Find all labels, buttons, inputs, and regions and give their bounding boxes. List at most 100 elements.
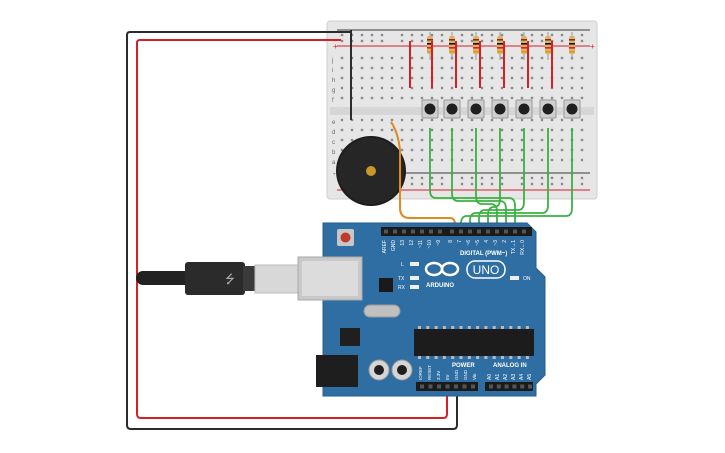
header-hole: [496, 384, 501, 389]
resistor-band: [545, 39, 551, 41]
breadboard-hole: [530, 148, 534, 152]
breadboard-hole: [470, 56, 474, 60]
breadboard-hole: [410, 118, 414, 122]
breadboard-hole: [460, 148, 464, 152]
pin-label: ~3: [493, 240, 499, 246]
breadboard-hole: [570, 118, 574, 122]
button-signal-wire: [469, 128, 549, 232]
chip-leg: [442, 326, 446, 329]
breadboard-hole: [390, 66, 394, 70]
piezo-buzzer[interactable]: [336, 136, 406, 206]
breadboard-hole: [550, 118, 554, 122]
breadboard-hole: [490, 56, 494, 60]
power-pin-labels: IOREF RESET 3.3V 5V GND GND Vin: [418, 365, 477, 380]
breadboard-hole: [440, 66, 444, 70]
rx-label: RX: [398, 285, 406, 291]
breadboard-hole: [490, 148, 494, 152]
ground-wire[interactable]: [126, 31, 458, 430]
rail-hole: [490, 182, 494, 186]
power-wire[interactable]: [136, 39, 448, 419]
header-hole: [520, 384, 525, 389]
rail-hole: [410, 182, 414, 186]
rail-hole: [560, 182, 564, 186]
breadboard-hole: [400, 76, 404, 80]
rail-hole: [460, 39, 464, 43]
button-signal-wire: [429, 128, 516, 232]
breadboard-hole: [430, 158, 434, 162]
button-signal-wires[interactable]: [429, 128, 573, 232]
buzzer-signal-wire[interactable]: [390, 121, 456, 232]
rail-minus-label: -: [333, 169, 336, 178]
tx-label: TX: [398, 276, 405, 282]
breadboard-hole: [560, 76, 564, 80]
l-led: [410, 262, 419, 266]
breadboard-hole: [560, 138, 564, 142]
resistor-band: [449, 51, 455, 53]
breadboard-hole: [340, 56, 344, 60]
power-header-label: POWER: [452, 363, 475, 369]
breadboard-hole: [510, 66, 514, 70]
rail-hole: [340, 39, 344, 43]
chip-leg: [459, 326, 463, 329]
header-hole: [420, 229, 424, 234]
breadboard-hole: [430, 118, 434, 122]
rail-hole: [440, 176, 444, 180]
breadboard-hole: [360, 86, 364, 90]
rail-hole: [560, 176, 564, 180]
button-signal-wire: [487, 128, 501, 232]
rail-hole: [440, 33, 444, 37]
rail-hole: [550, 182, 554, 186]
breadboard-hole: [340, 148, 344, 152]
pushbutton-cap: [470, 103, 482, 115]
header-hole: [384, 229, 388, 234]
header-hole: [486, 229, 490, 234]
header-hole: [445, 384, 450, 389]
breadboard-hole: [440, 76, 444, 80]
breadboard-hole: [470, 158, 474, 162]
breadboard-hole: [380, 76, 384, 80]
header-hole: [429, 229, 433, 234]
breadboard-hole: [420, 86, 424, 90]
header-hole: [411, 229, 415, 234]
breadboard-hole: [490, 76, 494, 80]
usb-cable[interactable]: ⭍: [136, 262, 300, 295]
breadboard-hole: [390, 138, 394, 142]
breadboard-hole: [450, 66, 454, 70]
breadboard-hole: [530, 66, 534, 70]
row-letter: e: [332, 120, 336, 126]
breadboard-hole: [380, 66, 384, 70]
breadboard-hole: [530, 96, 534, 100]
rail-hole: [540, 182, 544, 186]
header-hole: [504, 229, 508, 234]
breadboard-hole: [420, 128, 424, 132]
header-hole: [471, 384, 475, 389]
pin-label: IOREF: [418, 366, 423, 380]
breadboard-hole: [410, 76, 414, 80]
breadboard-hole: [580, 148, 584, 152]
breadboard-hole: [440, 96, 444, 100]
breadboard-hole: [420, 158, 424, 162]
breadboard-hole: [550, 96, 554, 100]
arduino-uno-board[interactable]: [297, 222, 546, 397]
resistor-band: [569, 39, 575, 41]
breadboard-hole: [540, 128, 544, 132]
chip-leg: [476, 356, 480, 359]
breadboard-hole: [390, 86, 394, 90]
breadboard-hole: [480, 96, 484, 100]
pin-label: 8: [448, 240, 454, 243]
header-hole: [513, 229, 517, 234]
breadboard-hole: [560, 66, 564, 70]
breadboard-hole: [540, 66, 544, 70]
breadboard-hole: [460, 86, 464, 90]
breadboard-hole: [470, 76, 474, 80]
pin-label: GND: [391, 240, 397, 252]
chip-leg: [501, 326, 504, 329]
breadboard-hole: [440, 148, 444, 152]
header-hole: [393, 229, 397, 234]
breadboard-hole: [520, 66, 524, 70]
resistor-band: [497, 47, 503, 49]
row-letter: b: [332, 150, 336, 156]
breadboard-hole: [490, 138, 494, 142]
breadboard-hole: [520, 76, 524, 80]
pin-label: A2: [503, 374, 509, 380]
